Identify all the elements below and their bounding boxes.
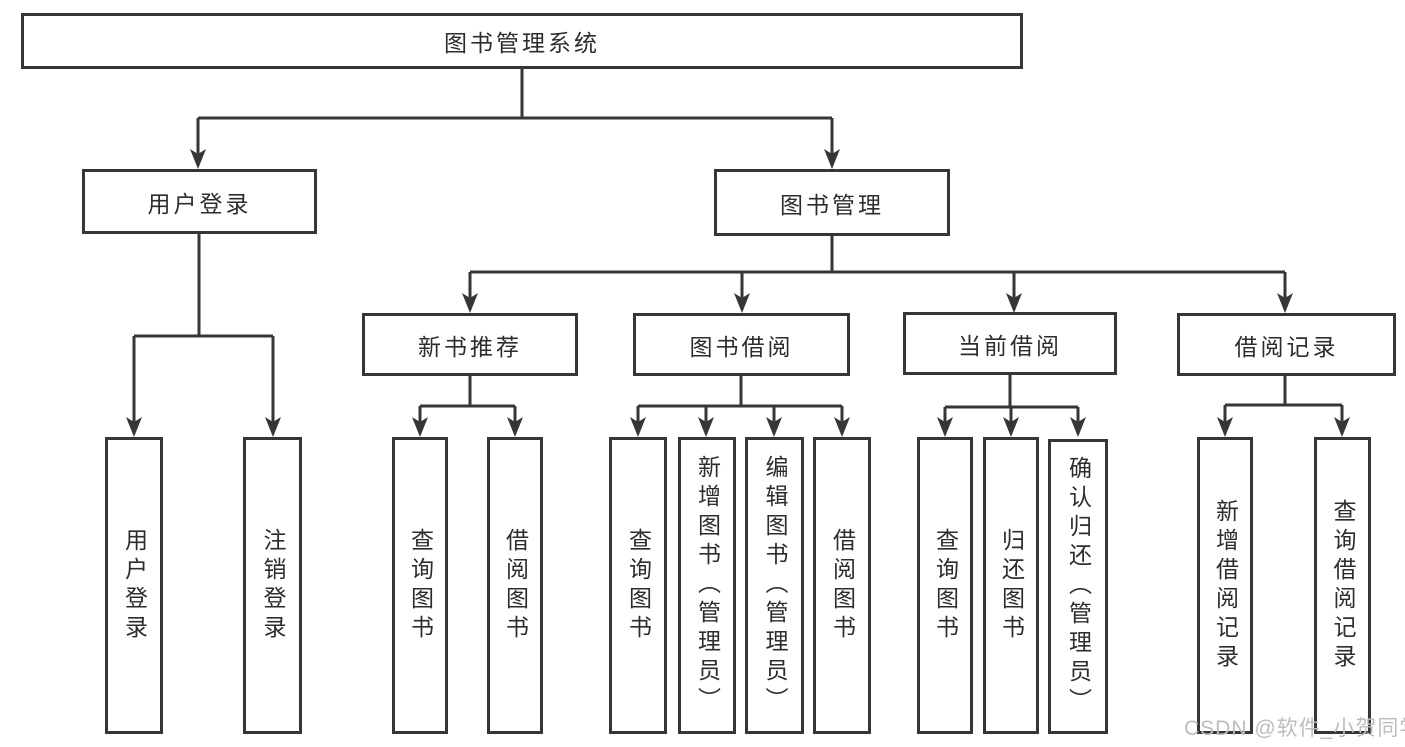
connector-userlogin-to-leaves <box>132 233 275 434</box>
leaf-current-query-books: 查询图书 <box>917 437 973 734</box>
leaf-borrow-add-books-admin: 新增图书（管理员） <box>678 437 736 734</box>
leaf-user-login: 用户登录 <box>105 437 163 734</box>
leaf-borrow-edit-books-admin: 编辑图书（管理员） <box>745 437 804 734</box>
node-borrow-records: 借阅记录 <box>1177 313 1396 376</box>
node-user-login-group: 用户登录 <box>82 169 317 234</box>
connector-currentborrow-to-leaves <box>943 375 1080 434</box>
csdn-watermark: CSDN @软件_小贺同学 <box>1184 717 1405 740</box>
node-book-borrow: 图书借阅 <box>633 313 850 376</box>
node-new-book-recommend: 新书推荐 <box>362 313 578 376</box>
connector-newbook-to-leaves <box>418 376 517 434</box>
leaf-newbook-query-books: 查询图书 <box>392 437 448 734</box>
leaf-logout: 注销登录 <box>243 437 302 734</box>
node-root: 图书管理系统 <box>21 13 1023 69</box>
connector-records-to-leaves <box>1223 376 1344 434</box>
leaf-borrow-borrow-books: 借阅图书 <box>813 437 871 734</box>
leaf-current-return-books: 归还图书 <box>983 437 1039 734</box>
leaf-newbook-borrow-books: 借阅图书 <box>487 437 543 734</box>
leaf-records-query-record: 查询借阅记录 <box>1314 437 1371 734</box>
connector-root-to-level2 <box>196 69 834 166</box>
arrowheads <box>126 149 1350 437</box>
leaf-current-confirm-return-admin: 确认归还（管理员） <box>1048 439 1108 734</box>
connector-bookborrow-to-leaves <box>636 376 844 434</box>
leaf-records-add-record: 新增借阅记录 <box>1197 437 1253 734</box>
node-current-borrow: 当前借阅 <box>903 312 1117 375</box>
connector-bookmgmt-to-level3 <box>468 236 1287 310</box>
leaf-borrow-query-books: 查询图书 <box>609 437 667 734</box>
node-book-management: 图书管理 <box>714 169 950 236</box>
